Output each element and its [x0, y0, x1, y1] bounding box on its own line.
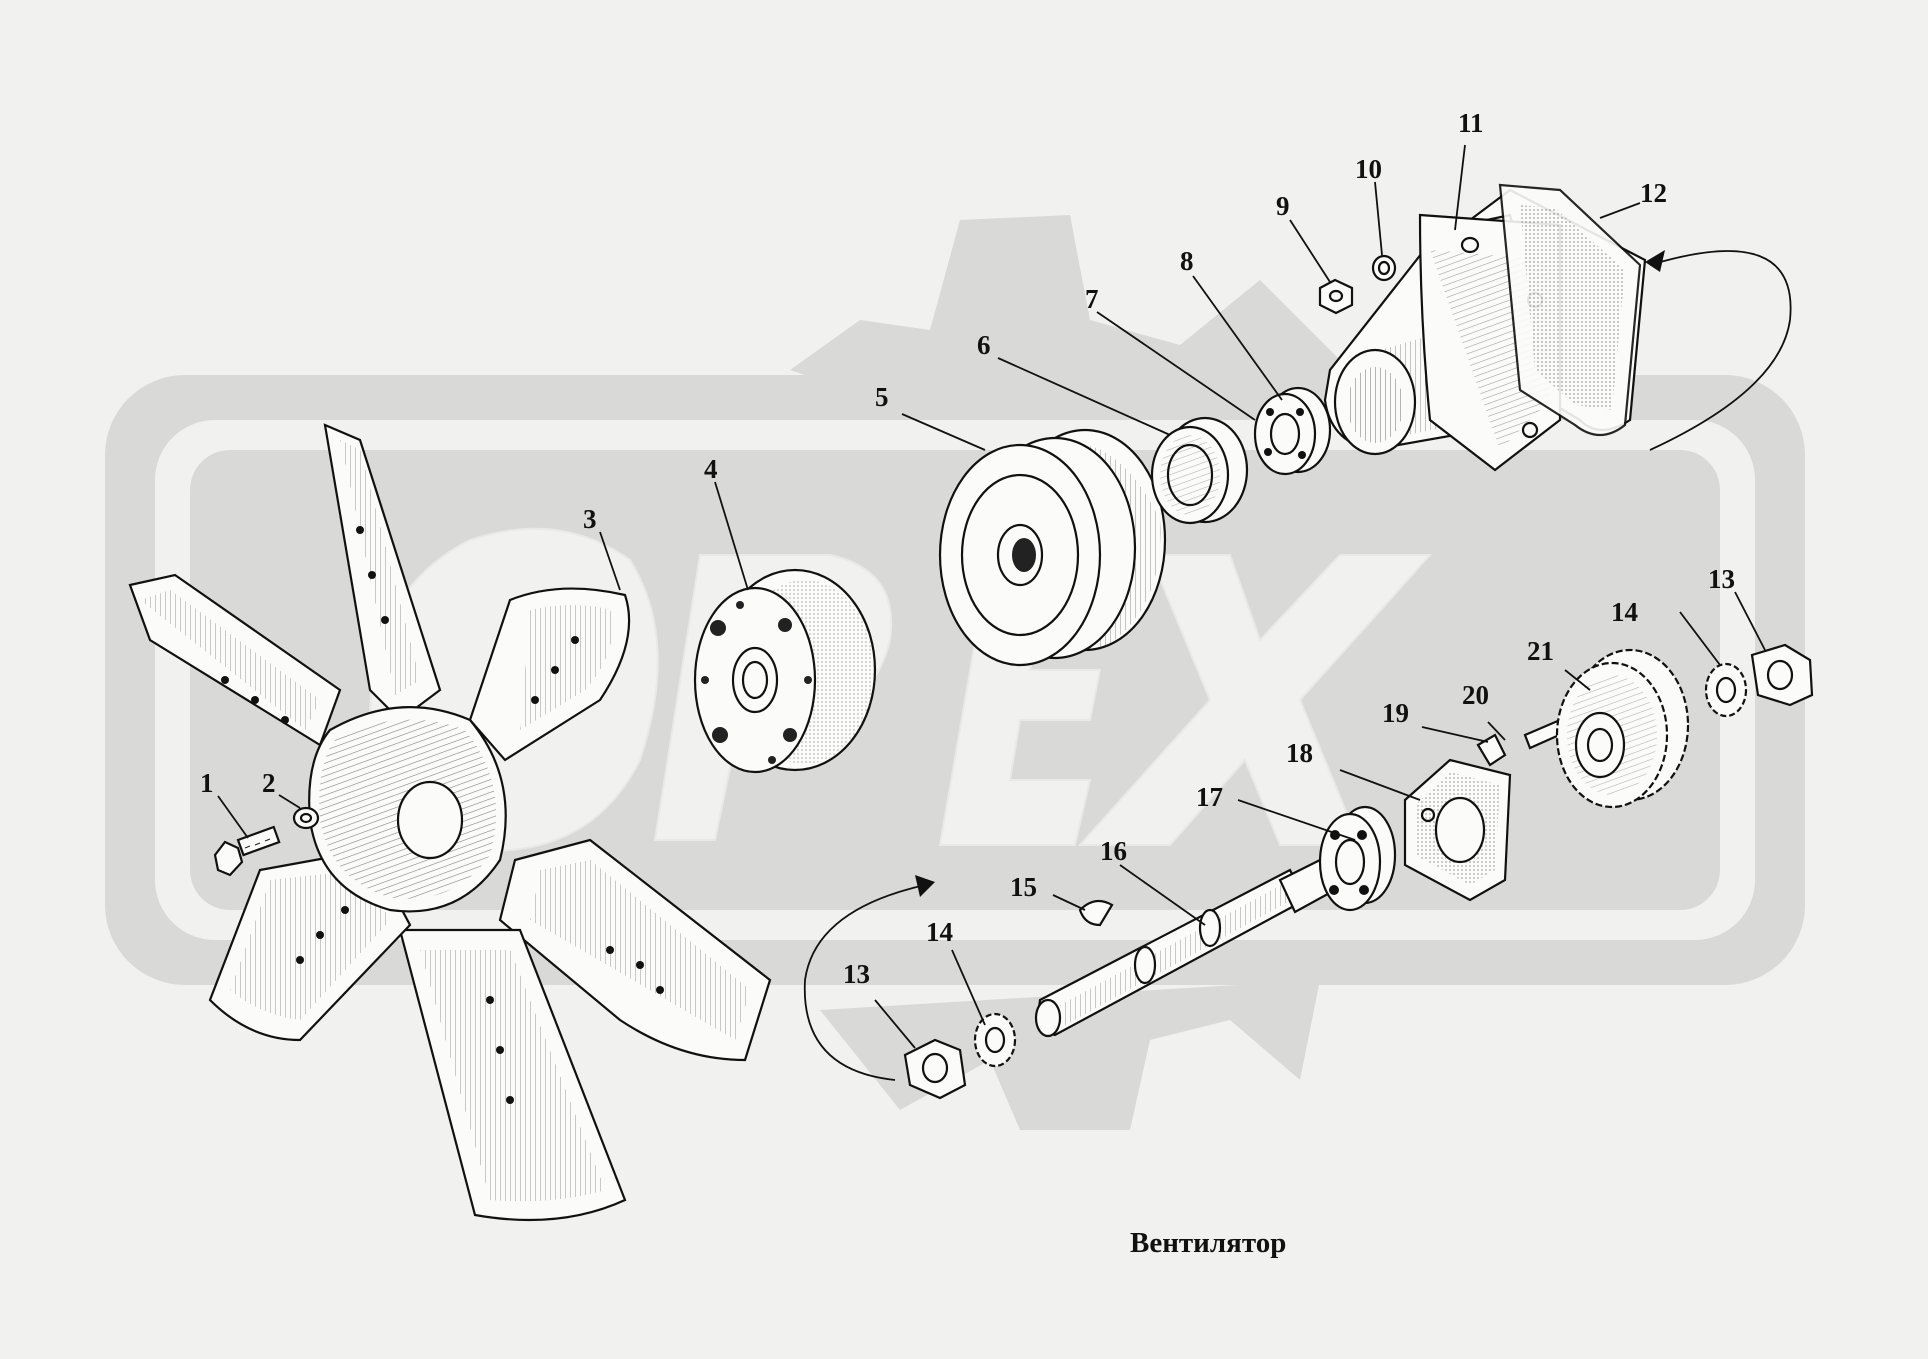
callout-14-left: 14	[926, 917, 953, 947]
nut-left	[903, 1038, 967, 1100]
callout-1: 1	[200, 768, 214, 798]
callout-14-right: 14	[1611, 597, 1638, 627]
hub-flange	[693, 568, 877, 774]
callout-13-left: 13	[843, 959, 870, 989]
callout-4: 4	[704, 454, 718, 484]
callout-3: 3	[583, 504, 597, 534]
key	[1078, 899, 1114, 927]
callout-19: 19	[1382, 698, 1409, 728]
lock-washer-right	[1704, 662, 1748, 718]
shaft	[1034, 858, 1337, 1038]
callout-8: 8	[1180, 246, 1194, 276]
gear	[1555, 648, 1690, 809]
bolt	[213, 825, 281, 877]
assembly-arrow-top	[1645, 250, 1792, 451]
pulley	[938, 428, 1167, 667]
nut-small	[1318, 278, 1354, 315]
callout-13-right: 13	[1708, 564, 1735, 594]
callout-6: 6	[977, 330, 991, 360]
callout-16: 16	[1100, 836, 1127, 866]
fan-impeller	[128, 423, 772, 1222]
nut-right	[1750, 643, 1814, 707]
washer-small	[292, 806, 320, 830]
washer-spring	[1371, 254, 1397, 282]
assembly-arrow-bottom	[803, 875, 935, 1081]
bearing-lower	[1318, 805, 1397, 912]
callout-labels: 1 2 3 4 5 6 7 8 9 10 11 12 13 14 15 16 1…	[200, 108, 1735, 989]
callout-21: 21	[1527, 636, 1554, 666]
callout-7: 7	[1085, 284, 1099, 314]
callout-18: 18	[1286, 738, 1313, 768]
leader-lines	[217, 144, 1766, 1049]
callout-2: 2	[262, 768, 276, 798]
callout-11: 11	[1458, 108, 1484, 138]
callout-5: 5	[875, 382, 889, 412]
lock-plate	[1476, 733, 1507, 767]
callout-20: 20	[1462, 680, 1489, 710]
bearing-cover-plate	[1403, 758, 1512, 902]
bearing-upper	[1253, 386, 1332, 476]
callout-10: 10	[1355, 154, 1382, 184]
callout-17: 17	[1196, 782, 1223, 812]
callout-9: 9	[1276, 191, 1290, 221]
callout-12: 12	[1640, 178, 1667, 208]
callout-15: 15	[1010, 872, 1037, 902]
diagram-caption: Вентилятор	[1130, 1227, 1286, 1259]
gasket	[1498, 183, 1642, 437]
seal-ring	[1150, 416, 1249, 525]
lock-washer-left	[973, 1012, 1017, 1068]
